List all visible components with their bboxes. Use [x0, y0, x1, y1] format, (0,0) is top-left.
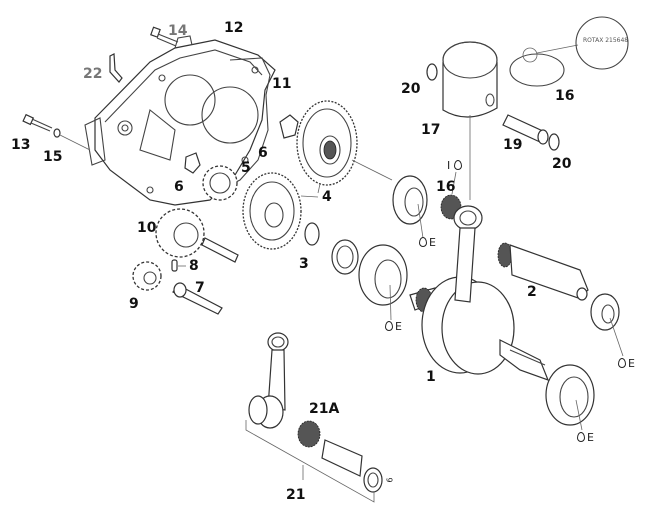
- oil-seal: [331, 239, 359, 275]
- pin-8: [171, 259, 178, 272]
- lube-mark-i: I: [447, 160, 464, 171]
- oil-drop-icon: [577, 432, 585, 442]
- circlip-20-left: [426, 63, 438, 81]
- lube-mark-e: E: [618, 358, 635, 369]
- bearing-left: [358, 244, 408, 321]
- connecting-rod: [453, 205, 483, 303]
- callout-15: 15: [43, 149, 63, 165]
- piston-ring-16: [509, 16, 629, 87]
- washer-15: [53, 128, 61, 138]
- callout-6-upper: 6: [258, 145, 268, 161]
- callout-17: 17: [421, 122, 441, 138]
- oil-drop-icon: [419, 237, 427, 247]
- gasket: [219, 57, 271, 191]
- bolt-13: [22, 113, 53, 132]
- callout-7: 7: [195, 280, 205, 296]
- callout-6-lower: 6: [174, 179, 184, 195]
- callout-19: 19: [503, 137, 523, 153]
- callout-12: 12: [224, 20, 244, 36]
- crankcase-housing: [84, 35, 276, 206]
- callout-14: 14: [168, 23, 188, 39]
- piston-17: [442, 41, 498, 200]
- oil-drop-icon: [453, 160, 462, 170]
- callout-16-ring: 16: [555, 88, 575, 104]
- conrod-kit-21: [245, 332, 383, 503]
- bearing-right: [590, 293, 624, 357]
- lube-mark-e: E: [577, 432, 594, 443]
- callout-20-right: 20: [552, 156, 572, 172]
- lube-mark-e: E: [419, 237, 436, 248]
- callout-3: 3: [299, 256, 309, 272]
- callout-8: 8: [189, 258, 199, 274]
- shaft-7: [172, 282, 223, 315]
- wrist-pin-19: [502, 114, 549, 145]
- gear-9: [132, 261, 162, 291]
- sprocket-5: [202, 165, 238, 201]
- ring-inscription: ROTAX 215648: [583, 37, 629, 44]
- elbow-fitting: [109, 53, 123, 83]
- callout-13: 13: [11, 137, 31, 153]
- lock-plate-lower: [184, 152, 201, 174]
- gear-4-small: [242, 172, 302, 250]
- balance-shaft-2: [497, 242, 589, 301]
- lock-plate-upper: [279, 114, 299, 139]
- bearing-upper: [392, 175, 428, 239]
- callout-22: 22: [83, 66, 103, 82]
- callout-16-bearing: 16: [436, 179, 456, 195]
- lube-mark-e-extra: E: [420, 249, 427, 262]
- oil-drop-icon: [385, 321, 393, 331]
- callout-1: 1: [426, 369, 436, 385]
- bolt-14: [150, 26, 179, 47]
- oil-drop-icon: [618, 358, 626, 368]
- gear-shaft: [201, 237, 239, 263]
- callout-10: 10: [137, 220, 157, 236]
- bearing-bottom: [545, 364, 595, 431]
- callout-5: 5: [241, 160, 251, 176]
- gear-4-large: [296, 100, 358, 186]
- gear-10: [155, 208, 205, 258]
- lube-mark-e: E: [385, 321, 402, 332]
- callout-4: 4: [322, 189, 332, 205]
- callout-2: 2: [527, 284, 537, 300]
- callout-9: 9: [129, 296, 139, 312]
- callout-20-left: 20: [401, 81, 421, 97]
- spacer-ring-3: [304, 222, 320, 246]
- callout-11: 11: [272, 76, 292, 92]
- crankshaft-1: [409, 276, 550, 382]
- washer-mark: 9: [384, 477, 394, 483]
- callout-21: 21: [286, 487, 306, 503]
- circlip-20-right: [548, 133, 560, 151]
- callout-21a: 21A: [309, 401, 340, 417]
